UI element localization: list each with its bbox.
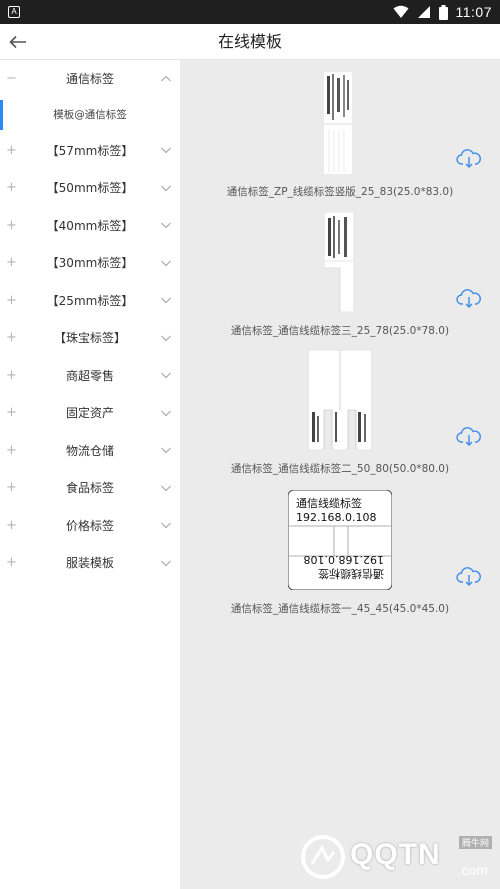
chevron-down-icon xyxy=(161,522,171,529)
category-item[interactable]: + 【50mm标签】 xyxy=(0,169,180,207)
chevron-down-icon xyxy=(161,147,171,154)
expand-sign-icon: + xyxy=(6,405,17,421)
chevron-down-icon xyxy=(161,185,171,192)
category-label: 通信标签 xyxy=(65,72,114,87)
expand-sign-icon: + xyxy=(6,217,17,233)
category-label: 商超零售 xyxy=(65,368,114,383)
signal-icon xyxy=(417,6,430,18)
back-button[interactable] xyxy=(6,28,30,56)
clock: 11:07 xyxy=(455,4,492,20)
cloud-download-icon[interactable] xyxy=(456,426,482,446)
category-label: 【30mm标签】 xyxy=(46,256,134,271)
sub-category-label: 模板@通信标签 xyxy=(53,109,127,121)
category-sidebar: − 通信标签 模板@通信标签 + 【57mm标签】 + 【50mm标签】 + 【40m… xyxy=(0,60,180,889)
template-name: 通信标签_通信线缆标签一_45_45(45.0*45.0) xyxy=(230,603,450,615)
category-item[interactable]: + 【57mm标签】 xyxy=(0,132,180,170)
expand-sign-icon: + xyxy=(6,367,17,383)
template-name: 通信标签_通信线缆标签二_50_80(50.0*80.0) xyxy=(230,463,450,475)
category-item[interactable]: + 固定资产 xyxy=(0,394,180,432)
category-label: 【50mm标签】 xyxy=(46,181,134,196)
template-thumbnail: 通信线缆标签 192.168.0.108 通信线缆标签 192.168.0.10… xyxy=(288,490,392,590)
arrow-left-icon xyxy=(9,35,26,49)
template-name: 通信标签_通信线缆标签三_25_78(25.0*78.0) xyxy=(230,325,450,337)
chevron-down-icon xyxy=(161,260,171,267)
expand-sign-icon: + xyxy=(6,180,17,196)
expand-sign-icon: + xyxy=(6,442,17,458)
category-label: 服装模板 xyxy=(65,556,114,571)
template-card[interactable]: 通信标签_通信线缆标签三_25_78(25.0*78.0) xyxy=(180,212,500,342)
expand-sign-icon: + xyxy=(6,142,17,158)
template-card[interactable]: 通信标签_ZP_线缆标签竖版_25_83(25.0*83.0) xyxy=(180,72,500,202)
category-label: 【珠宝标签】 xyxy=(53,331,126,346)
category-item[interactable]: + 服装模板 xyxy=(0,544,180,582)
expand-sign-icon: + xyxy=(6,292,17,308)
template-thumbnail xyxy=(308,350,372,450)
category-label: 【57mm标签】 xyxy=(46,143,134,158)
chevron-down-icon xyxy=(161,485,171,492)
label-preview-line1-rotated: 通信线缆标签 xyxy=(318,567,384,581)
label-preview-line1: 通信线缆标签 xyxy=(296,496,362,510)
expand-sign-icon: + xyxy=(6,255,17,271)
sub-category-selected[interactable]: 模板@通信标签 xyxy=(0,98,180,132)
watermark-small: 腾牛网 xyxy=(458,836,492,849)
status-bar: A 11:07 xyxy=(0,0,500,24)
category-label: 【40mm标签】 xyxy=(46,218,134,233)
page-title: 在线模板 xyxy=(217,32,282,51)
category-item[interactable]: + 【40mm标签】 xyxy=(0,207,180,245)
wifi-icon xyxy=(393,5,408,18)
chevron-down-icon xyxy=(161,372,171,379)
category-label: 固定资产 xyxy=(65,406,114,421)
template-list: 通信标签_ZP_线缆标签竖版_25_83(25.0*83.0) 通信标签_通信线… xyxy=(180,60,500,889)
cloud-download-icon[interactable] xyxy=(456,148,482,168)
label-preview-line2-rotated: 192.168.0.108 xyxy=(304,553,384,566)
expand-sign-icon: + xyxy=(6,517,17,533)
collapse-sign-icon: − xyxy=(6,71,17,87)
category-label: 【25mm标签】 xyxy=(46,293,134,308)
cloud-download-icon[interactable] xyxy=(456,288,482,308)
watermark: QQTN 腾牛网 .com xyxy=(298,830,498,886)
expand-sign-icon: + xyxy=(6,330,17,346)
chevron-down-icon xyxy=(161,447,171,454)
chevron-up-icon xyxy=(161,75,171,82)
battery-icon xyxy=(438,4,448,20)
category-label: 食品标签 xyxy=(65,481,114,496)
category-label: 价格标签 xyxy=(65,518,114,533)
app-header: 在线模板 xyxy=(0,24,500,60)
expand-sign-icon: + xyxy=(6,555,17,571)
app-notification-icon: A xyxy=(8,6,20,18)
label-preview-line2: 192.168.0.108 xyxy=(296,511,376,524)
chevron-down-icon xyxy=(161,297,171,304)
status-icons: 11:07 xyxy=(393,0,493,24)
template-thumbnail xyxy=(324,212,354,312)
category-item[interactable]: + 食品标签 xyxy=(0,469,180,507)
category-item[interactable]: + 商超零售 xyxy=(0,357,180,395)
category-item[interactable]: + 【珠宝标签】 xyxy=(0,319,180,357)
category-item[interactable]: + 【30mm标签】 xyxy=(0,244,180,282)
chevron-down-icon xyxy=(161,335,171,342)
template-name: 通信标签_ZP_线缆标签竖版_25_83(25.0*83.0) xyxy=(226,186,454,198)
cloud-download-icon[interactable] xyxy=(456,566,482,586)
selected-indicator xyxy=(0,99,3,130)
template-thumbnail xyxy=(324,72,352,174)
category-item[interactable]: + 物流仓储 xyxy=(0,432,180,470)
chevron-down-icon xyxy=(161,560,171,567)
category-item[interactable]: + 价格标签 xyxy=(0,507,180,545)
watermark-brand: QQTN xyxy=(350,838,441,871)
watermark-logo-icon xyxy=(301,835,345,879)
category-expanded[interactable]: − 通信标签 xyxy=(0,60,180,98)
category-item[interactable]: + 【25mm标签】 xyxy=(0,282,180,320)
watermark-suffix: .com xyxy=(457,862,488,878)
expand-sign-icon: + xyxy=(6,480,17,496)
category-label: 物流仓储 xyxy=(65,443,114,458)
chevron-down-icon xyxy=(161,410,171,417)
chevron-down-icon xyxy=(161,222,171,229)
template-card[interactable]: 通信线缆标签 192.168.0.108 通信线缆标签 192.168.0.10… xyxy=(180,490,500,620)
template-card[interactable]: 通信标签_通信线缆标签二_50_80(50.0*80.0) xyxy=(180,350,500,480)
